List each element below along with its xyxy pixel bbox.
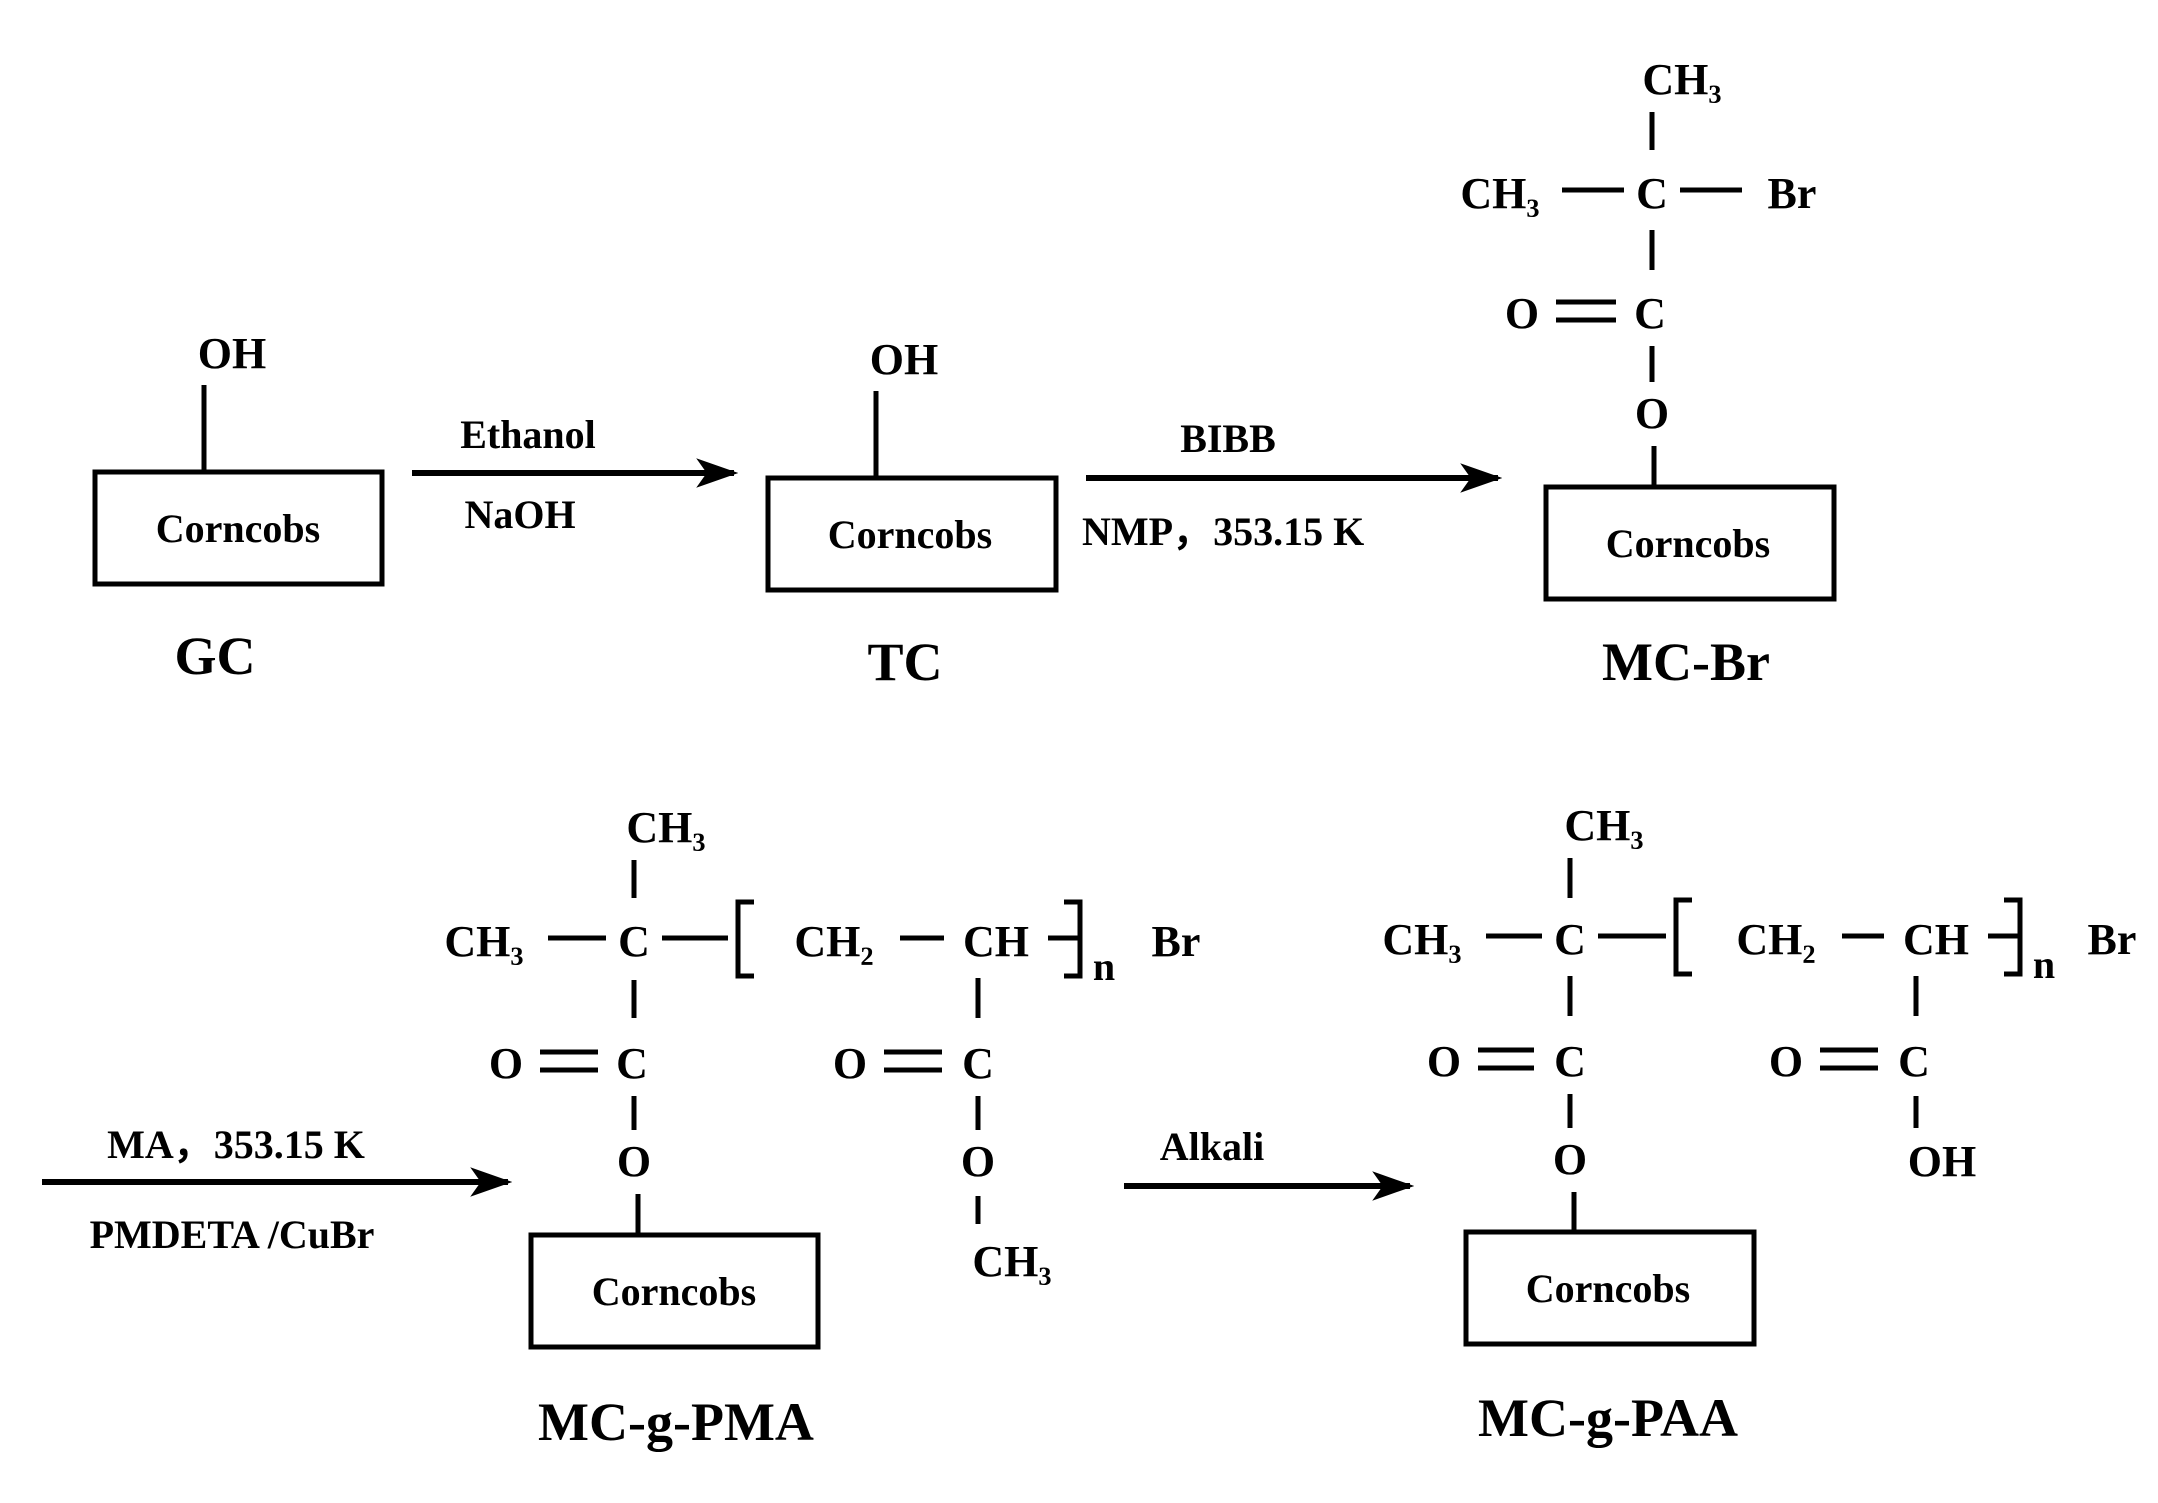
pma-methyl-ch3: CH₃ — [972, 1237, 1051, 1286]
pma-ch2: CH₂ — [794, 917, 873, 966]
step1-condition-top: Ethanol — [460, 412, 596, 457]
pma-quaternary-c: C — [618, 917, 650, 966]
step4-condition-top: Alkali — [1160, 1124, 1264, 1169]
step4: Alkali — [1124, 1124, 1415, 1201]
paa-acid-oh: OH — [1908, 1137, 1976, 1186]
pma-right-bracket — [1064, 899, 1083, 979]
paa-carbonyl-c-2: C — [1898, 1037, 1930, 1086]
paa-box-label: Corncobs — [1526, 1266, 1690, 1311]
pma-carbonyl-c-1: C — [616, 1039, 648, 1088]
step2-condition-bottom: NMP，353.15 K — [1082, 509, 1364, 554]
tc-oh-label: OH — [870, 335, 938, 384]
gc-corncobs-box — [92, 469, 385, 587]
paa-ch: CH — [1903, 915, 1969, 964]
pma-br: Br — [1152, 917, 1201, 966]
mcbr-carbonyl-o: O — [1505, 289, 1539, 338]
paa-br: Br — [2088, 915, 2137, 964]
compound-gc: OH Corncobs GC — [92, 329, 385, 686]
gc-box-label: Corncobs — [156, 506, 320, 551]
paa-ester-o: O — [1553, 1135, 1587, 1184]
tc-name: TC — [867, 632, 942, 692]
pma-carbonyl-o-2: O — [833, 1039, 867, 1088]
compound-mc-g-pma: CH₃ CH₃ C CH₂ CH n Br O C O Corncobs O C… — [444, 803, 1200, 1452]
pma-top-ch3: CH₃ — [626, 803, 705, 852]
mc-g-pma-name: MC-g-PMA — [538, 1392, 814, 1452]
pma-corncobs-box — [528, 1232, 821, 1350]
step3: MA，353.15 K PMDETA /CuBr — [42, 1122, 513, 1257]
gc-name: GC — [175, 626, 256, 686]
pma-box-label: Corncobs — [592, 1269, 756, 1314]
mcbr-br: Br — [1768, 169, 1817, 218]
mcbr-top-ch3: CH₃ — [1642, 55, 1721, 104]
step1-condition-bottom: NaOH — [464, 492, 575, 537]
mcbr-ester-o: O — [1635, 389, 1669, 438]
paa-carbonyl-c-1: C — [1554, 1037, 1586, 1086]
pma-ester-o-2: O — [961, 1137, 995, 1186]
step2-condition-top: BIBB — [1180, 416, 1276, 461]
compound-mc-g-paa: CH₃ CH₃ C CH₂ CH n Br O C O Corncobs O C… — [1382, 801, 2136, 1448]
tc-corncobs-box — [765, 475, 1059, 593]
paa-carbonyl-o-1: O — [1427, 1037, 1461, 1086]
paa-corncobs-box — [1463, 1229, 1757, 1347]
paa-left-ch3: CH₃ — [1382, 915, 1461, 964]
step1: Ethanol NaOH — [412, 412, 739, 537]
mc-g-paa-name: MC-g-PAA — [1478, 1388, 1738, 1448]
step2: BIBB NMP，353.15 K — [1082, 416, 1503, 554]
mc-br-name: MC-Br — [1602, 632, 1770, 692]
tc-box-label: Corncobs — [828, 512, 992, 557]
mcbr-carbonyl-c: C — [1634, 289, 1666, 338]
paa-left-bracket — [1673, 897, 1692, 977]
mcbr-corncobs-box — [1543, 484, 1837, 602]
paa-top-ch3: CH₃ — [1564, 801, 1643, 850]
mcbr-center-c: C — [1636, 169, 1668, 218]
paa-ch2: CH₂ — [1736, 915, 1815, 964]
pma-carbonyl-c-2: C — [962, 1039, 994, 1088]
compound-tc: OH Corncobs TC — [765, 335, 1059, 692]
pma-ch: CH — [963, 917, 1029, 966]
mcbr-box-label: Corncobs — [1606, 521, 1770, 566]
paa-carbonyl-o-2: O — [1769, 1037, 1803, 1086]
step3-condition-bottom: PMDETA /CuBr — [90, 1212, 375, 1257]
pma-ester-o-1: O — [617, 1137, 651, 1186]
step3-condition-top: MA，353.15 K — [107, 1122, 365, 1167]
pma-subscript-n: n — [1093, 944, 1115, 989]
mcbr-left-ch3: CH₃ — [1460, 169, 1539, 218]
pma-left-ch3: CH₃ — [444, 917, 523, 966]
pma-left-bracket — [735, 899, 754, 979]
pma-carbonyl-o-1: O — [489, 1039, 523, 1088]
gc-oh-label: OH — [198, 329, 266, 378]
paa-right-bracket — [2004, 897, 2023, 977]
paa-subscript-n: n — [2033, 942, 2055, 987]
paa-quaternary-c: C — [1554, 915, 1586, 964]
compound-mc-br: CH₃ CH₃ C Br O C O Corncobs MC-Br — [1460, 55, 1837, 692]
